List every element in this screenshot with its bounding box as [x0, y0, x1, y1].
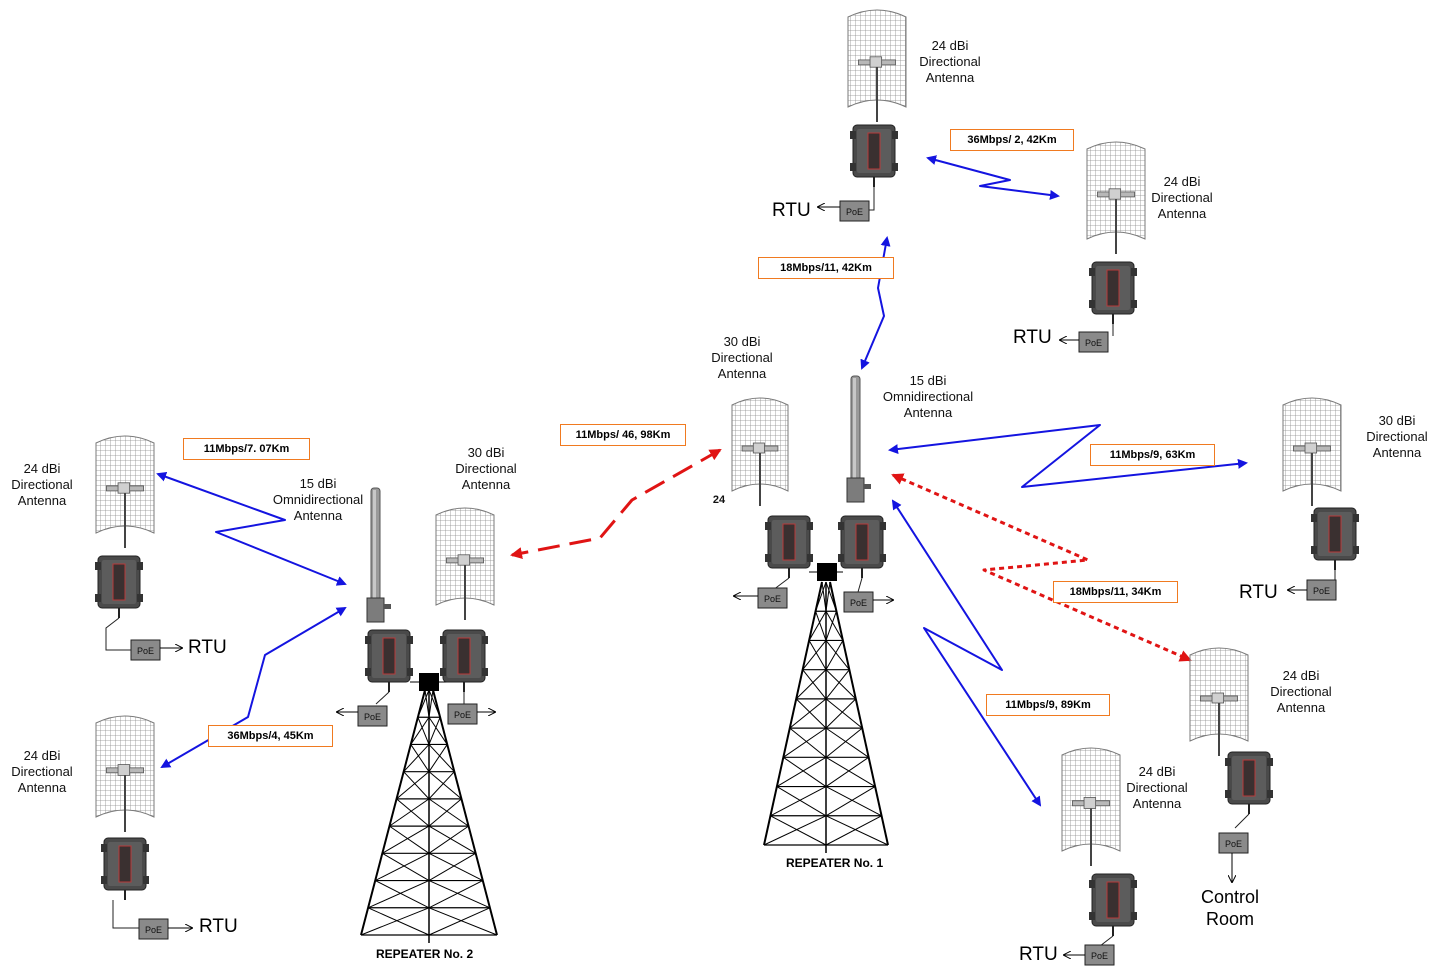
- repeater-1-poe-right-icon: PoE: [843, 591, 874, 613]
- left-bottom-radio-icon: [101, 837, 149, 900]
- antenna-label-repeater1-omni: 15 dBi Omnidirectional Antenna: [882, 373, 974, 420]
- repeater-2-poe-left-icon: PoE: [357, 705, 388, 727]
- upper-right-dish-antenna-icon: [1086, 141, 1146, 254]
- repeater-1-poe-left-icon: PoE: [757, 587, 788, 609]
- repeater-2-tower: [360, 689, 498, 943]
- rtu-label-top: RTU: [772, 200, 811, 221]
- device-layer: PoE PoE PoE PoE PoE PoE PoE PoE PoE PoE PoE: [95, 9, 1359, 966]
- rtu-label-left-top: RTU: [188, 637, 227, 658]
- poe-label: PoE: [145, 925, 162, 935]
- control-room-label: Control Room: [1200, 887, 1260, 929]
- right-poe-icon: PoE: [1306, 579, 1337, 601]
- repeater-2-radio-left-icon: [365, 629, 413, 692]
- poe-label: PoE: [454, 710, 471, 720]
- left-top-radio-icon: [95, 555, 143, 618]
- repeater-2-tower-head: [419, 673, 439, 691]
- cable: [105, 617, 131, 651]
- link-box-3: 11Mbps/ 46, 98Km: [560, 424, 686, 446]
- rtu-label-bottom-center: RTU: [1019, 944, 1058, 965]
- link-box-5: 18Mbps/11, 34Km: [1053, 581, 1178, 603]
- antenna-label-left-bottom: 24 dBi Directional Antenna: [11, 748, 73, 795]
- poe-label: PoE: [364, 712, 381, 722]
- link-3-path: [510, 448, 722, 559]
- link-box-7: 11Mbps/7. 07Km: [183, 438, 310, 460]
- poe-label: PoE: [1091, 951, 1108, 961]
- poe-label: PoE: [846, 207, 863, 217]
- bottom-center-dish-antenna-icon: [1061, 747, 1121, 866]
- link-box-6: 11Mbps/9, 89Km: [986, 694, 1110, 716]
- link-1-path: [926, 155, 1060, 200]
- top-poe-icon: PoE: [839, 200, 870, 222]
- repeater-2-dish-antenna-icon: [435, 507, 495, 620]
- repeater-2-omni-antenna-icon: [366, 487, 391, 623]
- stray-label-24: 24: [712, 494, 726, 506]
- antenna-label-repeater2-directional: 30 dBi Directional Antenna: [455, 445, 517, 492]
- link-7-path: [156, 472, 347, 586]
- left-top-poe-icon: PoE: [130, 639, 161, 661]
- repeater-1-dish-antenna-icon: [731, 397, 789, 506]
- cable: [857, 577, 863, 593]
- left-bottom-dish-antenna-icon: [95, 715, 155, 832]
- link-box-4: 11Mbps/9, 63Km: [1090, 444, 1215, 466]
- repeater-2-title: REPEATER No. 2: [376, 947, 474, 961]
- poe-label: PoE: [1313, 586, 1330, 596]
- repeater-1-tower-head: [817, 563, 837, 581]
- link-layer: [156, 155, 1248, 807]
- link-8-path: [160, 606, 347, 769]
- right-radio-icon: [1311, 507, 1359, 570]
- repeater-1-title: REPEATER No. 1: [786, 856, 884, 870]
- poe-label: PoE: [137, 646, 154, 656]
- repeater-2-poe-right-icon: PoE: [447, 703, 478, 725]
- poe-label: PoE: [850, 598, 867, 608]
- link-5-path: [891, 473, 1192, 662]
- control-radio-icon: [1225, 751, 1273, 814]
- control-poe-icon: PoE: [1218, 832, 1249, 854]
- antenna-label-control: 24 dBi Directional Antenna: [1270, 668, 1332, 715]
- link-box-2: 18Mbps/11, 42Km: [758, 257, 894, 279]
- antenna-label-repeater2-omni: 15 dBi Omnidirectional Antenna: [272, 476, 364, 523]
- left-bottom-poe-icon: PoE: [138, 918, 169, 940]
- left-top-dish-antenna-icon: [95, 435, 155, 548]
- cable: [1234, 813, 1250, 829]
- control-dish-antenna-icon: [1189, 647, 1249, 756]
- antenna-label-top: 24 dBi Directional Antenna: [919, 38, 981, 85]
- link-box-8: 36Mbps/4, 45Km: [208, 725, 333, 747]
- antenna-label-upper-right: 24 dBi Directional Antenna: [1151, 174, 1213, 221]
- top-radio-icon: [850, 124, 898, 187]
- rtu-label-right: RTU: [1239, 582, 1278, 603]
- link-6-path: [891, 499, 1042, 807]
- cable: [112, 900, 139, 929]
- link-box-1: 36Mbps/ 2, 42Km: [950, 129, 1074, 151]
- cable: [1099, 935, 1114, 947]
- repeater-1-radio-right-icon: [838, 515, 886, 578]
- repeater-1-tower: [763, 581, 889, 853]
- repeater-2-radio-right-icon: [440, 629, 488, 692]
- poe-label: PoE: [1085, 338, 1102, 348]
- bottom-center-radio-icon: [1089, 873, 1137, 936]
- rtu-label-left-bottom: RTU: [199, 916, 238, 937]
- repeater-1-omni-antenna-icon: [846, 375, 871, 503]
- repeater-1-radio-left-icon: [765, 515, 813, 578]
- upper-right-poe-icon: PoE: [1078, 331, 1109, 353]
- poe-label: PoE: [1225, 839, 1242, 849]
- antenna-label-bottom-center: 24 dBi Directional Antenna: [1126, 764, 1188, 811]
- upper-right-radio-icon: [1089, 261, 1137, 324]
- cable: [375, 691, 390, 705]
- poe-label: PoE: [764, 594, 781, 604]
- right-dish-antenna-icon: [1282, 397, 1342, 506]
- top-dish-antenna-icon: [847, 9, 907, 122]
- antenna-label-left-top: 24 dBi Directional Antenna: [11, 461, 73, 508]
- antenna-label-repeater1-directional: 30 dBi Directional Antenna: [711, 334, 773, 381]
- antenna-label-right: 30 dBi Directional Antenna: [1366, 413, 1428, 460]
- rtu-label-upper-right: RTU: [1013, 327, 1052, 348]
- bottom-center-poe-icon: PoE: [1084, 944, 1115, 966]
- tower-layer: [360, 563, 889, 943]
